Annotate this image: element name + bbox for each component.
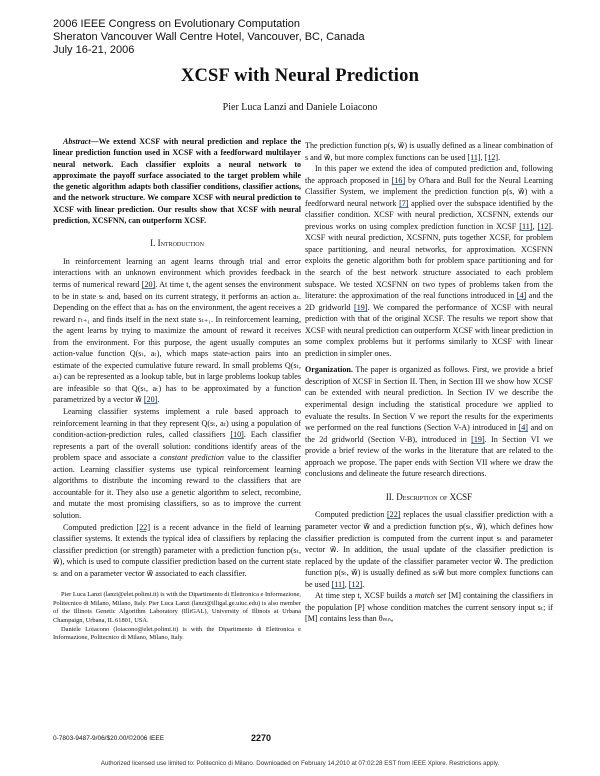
text-run: value to the classifier action. Learning… bbox=[53, 453, 301, 520]
abstract-label: Abstract bbox=[63, 137, 91, 146]
text-run: [M] containing the classifiers in the po… bbox=[305, 591, 553, 624]
text-run: Computed prediction bbox=[63, 522, 137, 532]
text-run: In this paper we extend the idea of comp… bbox=[305, 164, 553, 185]
text-run: , bbox=[480, 152, 485, 162]
text-run: . We compared the performance of XCSF wi… bbox=[305, 302, 554, 358]
citation-link[interactable]: [12] bbox=[484, 152, 499, 162]
citation-link[interactable]: [20] bbox=[141, 280, 156, 290]
conference-name: 2006 IEEE Congress on Evolutionary Compu… bbox=[53, 18, 301, 30]
citation-link[interactable]: [22] bbox=[136, 522, 151, 532]
citation-link[interactable]: [11] bbox=[519, 221, 533, 231]
paragraph: In reinforcement learning an agent learn… bbox=[53, 256, 301, 406]
conference-venue: Sheraton Vancouver Wall Centre Hotel, Va… bbox=[53, 31, 365, 43]
paragraph: Learning classifier systems implement a … bbox=[53, 406, 301, 521]
text-run: Learning classifier systems implement a … bbox=[53, 407, 301, 440]
text-run: , bbox=[344, 579, 349, 589]
text-run: . In Section VI we provide a brief revie… bbox=[305, 434, 554, 479]
citation-link[interactable]: [10] bbox=[230, 430, 244, 440]
left-column: Abstract—We extend XCSF with neural pred… bbox=[53, 136, 301, 643]
footnote-author-2: Daniele Loiacono (loiacono@elet.polimi.i… bbox=[53, 625, 301, 642]
citation-link[interactable]: [4] bbox=[516, 291, 527, 301]
citation-link[interactable]: [12] bbox=[537, 221, 551, 231]
citation-link[interactable]: [7] bbox=[399, 198, 409, 208]
text-run: by O'hara and Bull for the Neural Learni… bbox=[305, 175, 554, 208]
citation-link[interactable]: [11] bbox=[467, 152, 481, 162]
page-number: 2270 bbox=[251, 733, 272, 743]
text-run: . XCSF with neural prediction, XCSFNN, p… bbox=[305, 221, 554, 301]
text-run: . bbox=[362, 579, 365, 589]
license-notice: Authorized licensed use limited to: Poli… bbox=[100, 760, 500, 767]
citation-link[interactable]: [4] bbox=[518, 423, 528, 433]
isbn-copyright: 0-7803-9487-9/06/$20.00/©2006 IEEE bbox=[53, 735, 165, 742]
paragraph: At time step t, XCSF builds a match set … bbox=[305, 590, 553, 625]
text-run: replaces the usual classifier prediction… bbox=[305, 510, 553, 589]
paper-title: XCSF with Neural Prediction bbox=[180, 66, 420, 86]
conference-dates: July 16-21, 2006 bbox=[53, 44, 135, 56]
run-in-heading: Organization. bbox=[305, 365, 353, 375]
footnotes: Pier Luca Lanzi (lanzi@elet.polimi.it) i… bbox=[53, 591, 301, 643]
paragraph: The prediction function p(s, w⃗) is usua… bbox=[305, 140, 553, 163]
citation-link[interactable]: [19] bbox=[354, 302, 368, 312]
right-column: The prediction function p(s, w⃗) is usua… bbox=[305, 140, 553, 625]
citation-link[interactable]: [16] bbox=[391, 175, 406, 185]
abstract: Abstract—We extend XCSF with neural pred… bbox=[53, 136, 301, 226]
text-run: applied over the subspace identified by … bbox=[305, 198, 553, 231]
text-run: . At time t, the agent senses the enviro… bbox=[53, 280, 301, 405]
citation-link[interactable]: [22] bbox=[386, 510, 401, 520]
paper-authors: Pier Luca Lanzi and Daniele Loiacono bbox=[222, 102, 378, 113]
text-run: The prediction function p(s, w⃗) is usua… bbox=[305, 141, 553, 162]
section-heading-introduction: I. Introduction bbox=[150, 238, 204, 249]
paragraph: Computed prediction [22] replaces the us… bbox=[305, 509, 553, 590]
abstract-text: —We extend XCSF with neural prediction a… bbox=[53, 137, 301, 226]
text-run: At time step t, XCSF builds a bbox=[315, 591, 415, 601]
citation-link[interactable]: [20] bbox=[143, 395, 158, 405]
text-run: . bbox=[498, 152, 501, 162]
conference-header: 2006 IEEE Congress on Evolutionary Compu… bbox=[53, 18, 365, 57]
citation-link[interactable]: [12] bbox=[348, 579, 363, 589]
text-run: The paper is organized as follows. First… bbox=[305, 365, 553, 433]
footnote-author-1: Pier Luca Lanzi (lanzi@elet.polimi.it) i… bbox=[53, 591, 301, 625]
paragraph: Computed prediction [22] is a recent adv… bbox=[53, 522, 301, 580]
paragraph: In this paper we extend the idea of comp… bbox=[305, 163, 553, 359]
text-run: and on the 2d gridworld (Section V-B), i… bbox=[305, 423, 554, 444]
text-run: In reinforcement learning an agent learn… bbox=[53, 256, 301, 290]
paragraph-organization: Organization. The paper is organized as … bbox=[305, 364, 553, 479]
emphasis: constant prediction bbox=[160, 453, 224, 463]
citation-link[interactable]: [19] bbox=[471, 434, 485, 444]
text-run: . Each classifier represents a part of t… bbox=[53, 430, 301, 463]
text-run: . bbox=[157, 395, 160, 405]
emphasis: match set bbox=[414, 591, 446, 601]
text-run: , bbox=[532, 221, 538, 231]
text-run: Computed prediction bbox=[315, 510, 387, 520]
text-run: and the 2D gridworld bbox=[305, 291, 553, 312]
text-run: is a recent advance in the field of lear… bbox=[53, 522, 301, 578]
citation-link[interactable]: [11] bbox=[331, 579, 345, 589]
section-heading-description: II. Description of XCSF bbox=[385, 491, 473, 502]
